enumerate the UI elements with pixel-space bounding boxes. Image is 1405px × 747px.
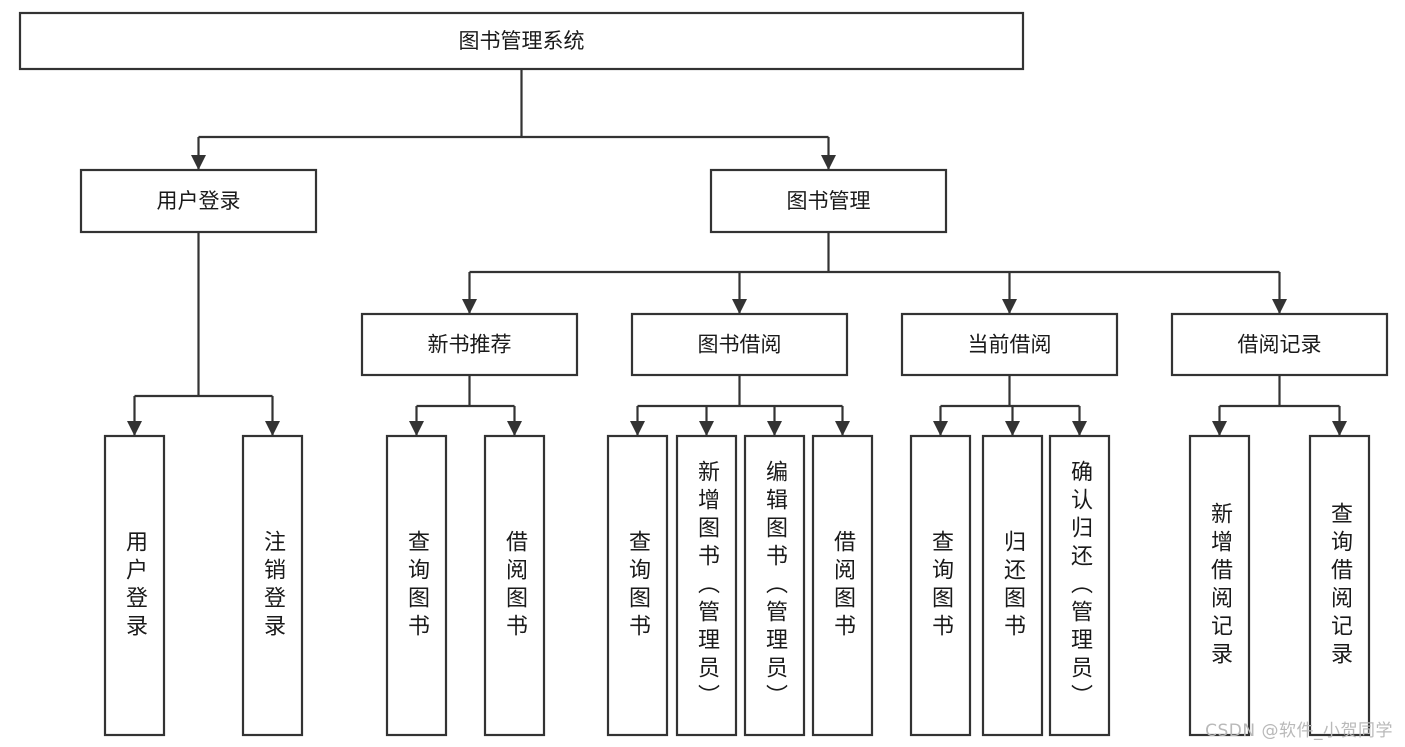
arrowhead-icon-book-borrow (732, 299, 747, 314)
arrowhead-icon-leaf-borrow-book (835, 421, 850, 436)
arrowhead-icon-leaf-query-book-current (933, 421, 948, 436)
connectors-layer (127, 69, 1347, 436)
node-label-book-manage: 图书管理 (787, 189, 871, 213)
node-box-leaf-query-book-current[interactable] (909, 434, 972, 737)
node-box-leaf-confirm-return-admin[interactable] (1048, 434, 1111, 737)
node-box-user-login[interactable] (79, 168, 318, 234)
node-box-current-borrow[interactable] (900, 312, 1119, 377)
node-box-leaf-edit-book-admin[interactable] (743, 434, 806, 737)
node-label-current-borrow: 当前借阅 (968, 333, 1052, 357)
node-box-leaf-query-borrow-record[interactable] (1308, 434, 1371, 737)
arrowhead-icon-current-borrow (1002, 299, 1017, 314)
arrowhead-icon-leaf-edit-book-admin (767, 421, 782, 436)
arrowhead-icon-leaf-return-book (1005, 421, 1020, 436)
arrowhead-icon-new-book-recommend (462, 299, 477, 314)
node-label-new-book-recommend: 新书推荐 (428, 333, 512, 357)
node-boxes-layer (18, 11, 1389, 737)
arrowhead-icon-leaf-confirm-return-admin (1072, 421, 1087, 436)
watermark-text: CSDN @软件_小贺同学 (1205, 721, 1393, 741)
arrowhead-icon-book-manage (821, 155, 836, 170)
arrowhead-icon-leaf-logout-login (265, 421, 280, 436)
arrowhead-icon-leaf-query-book-rec (409, 421, 424, 436)
node-box-leaf-add-borrow-record[interactable] (1188, 434, 1251, 737)
node-box-leaf-user-login[interactable] (103, 434, 166, 737)
node-box-leaf-query-book-borrow[interactable] (606, 434, 669, 737)
node-box-leaf-borrow-book[interactable] (811, 434, 874, 737)
node-box-book-borrow[interactable] (630, 312, 849, 377)
node-box-root[interactable] (18, 11, 1025, 71)
node-label-borrow-record: 借阅记录 (1238, 333, 1322, 357)
arrowhead-icon-leaf-query-book-borrow (630, 421, 645, 436)
node-label-user-login: 用户登录 (157, 189, 241, 213)
node-box-borrow-record[interactable] (1170, 312, 1389, 377)
arrowhead-icon-leaf-add-borrow-record (1212, 421, 1227, 436)
node-box-new-book-recommend[interactable] (360, 312, 579, 377)
node-box-book-manage[interactable] (709, 168, 948, 234)
node-box-leaf-logout-login[interactable] (241, 434, 304, 737)
arrowhead-icon-leaf-query-borrow-record (1332, 421, 1347, 436)
arrowhead-icon-leaf-add-book-admin (699, 421, 714, 436)
arrowhead-icon-user-login (191, 155, 206, 170)
node-box-leaf-return-book[interactable] (981, 434, 1044, 737)
node-box-leaf-borrow-book-rec[interactable] (483, 434, 546, 737)
node-box-leaf-query-book-rec[interactable] (385, 434, 448, 737)
arrowhead-icon-borrow-record (1272, 299, 1287, 314)
node-label-book-borrow: 图书借阅 (698, 333, 782, 357)
arrowhead-icon-leaf-borrow-book-rec (507, 421, 522, 436)
node-box-leaf-add-book-admin[interactable] (675, 434, 738, 737)
node-label-root: 图书管理系统 (459, 29, 585, 53)
arrowhead-icon-leaf-user-login (127, 421, 142, 436)
